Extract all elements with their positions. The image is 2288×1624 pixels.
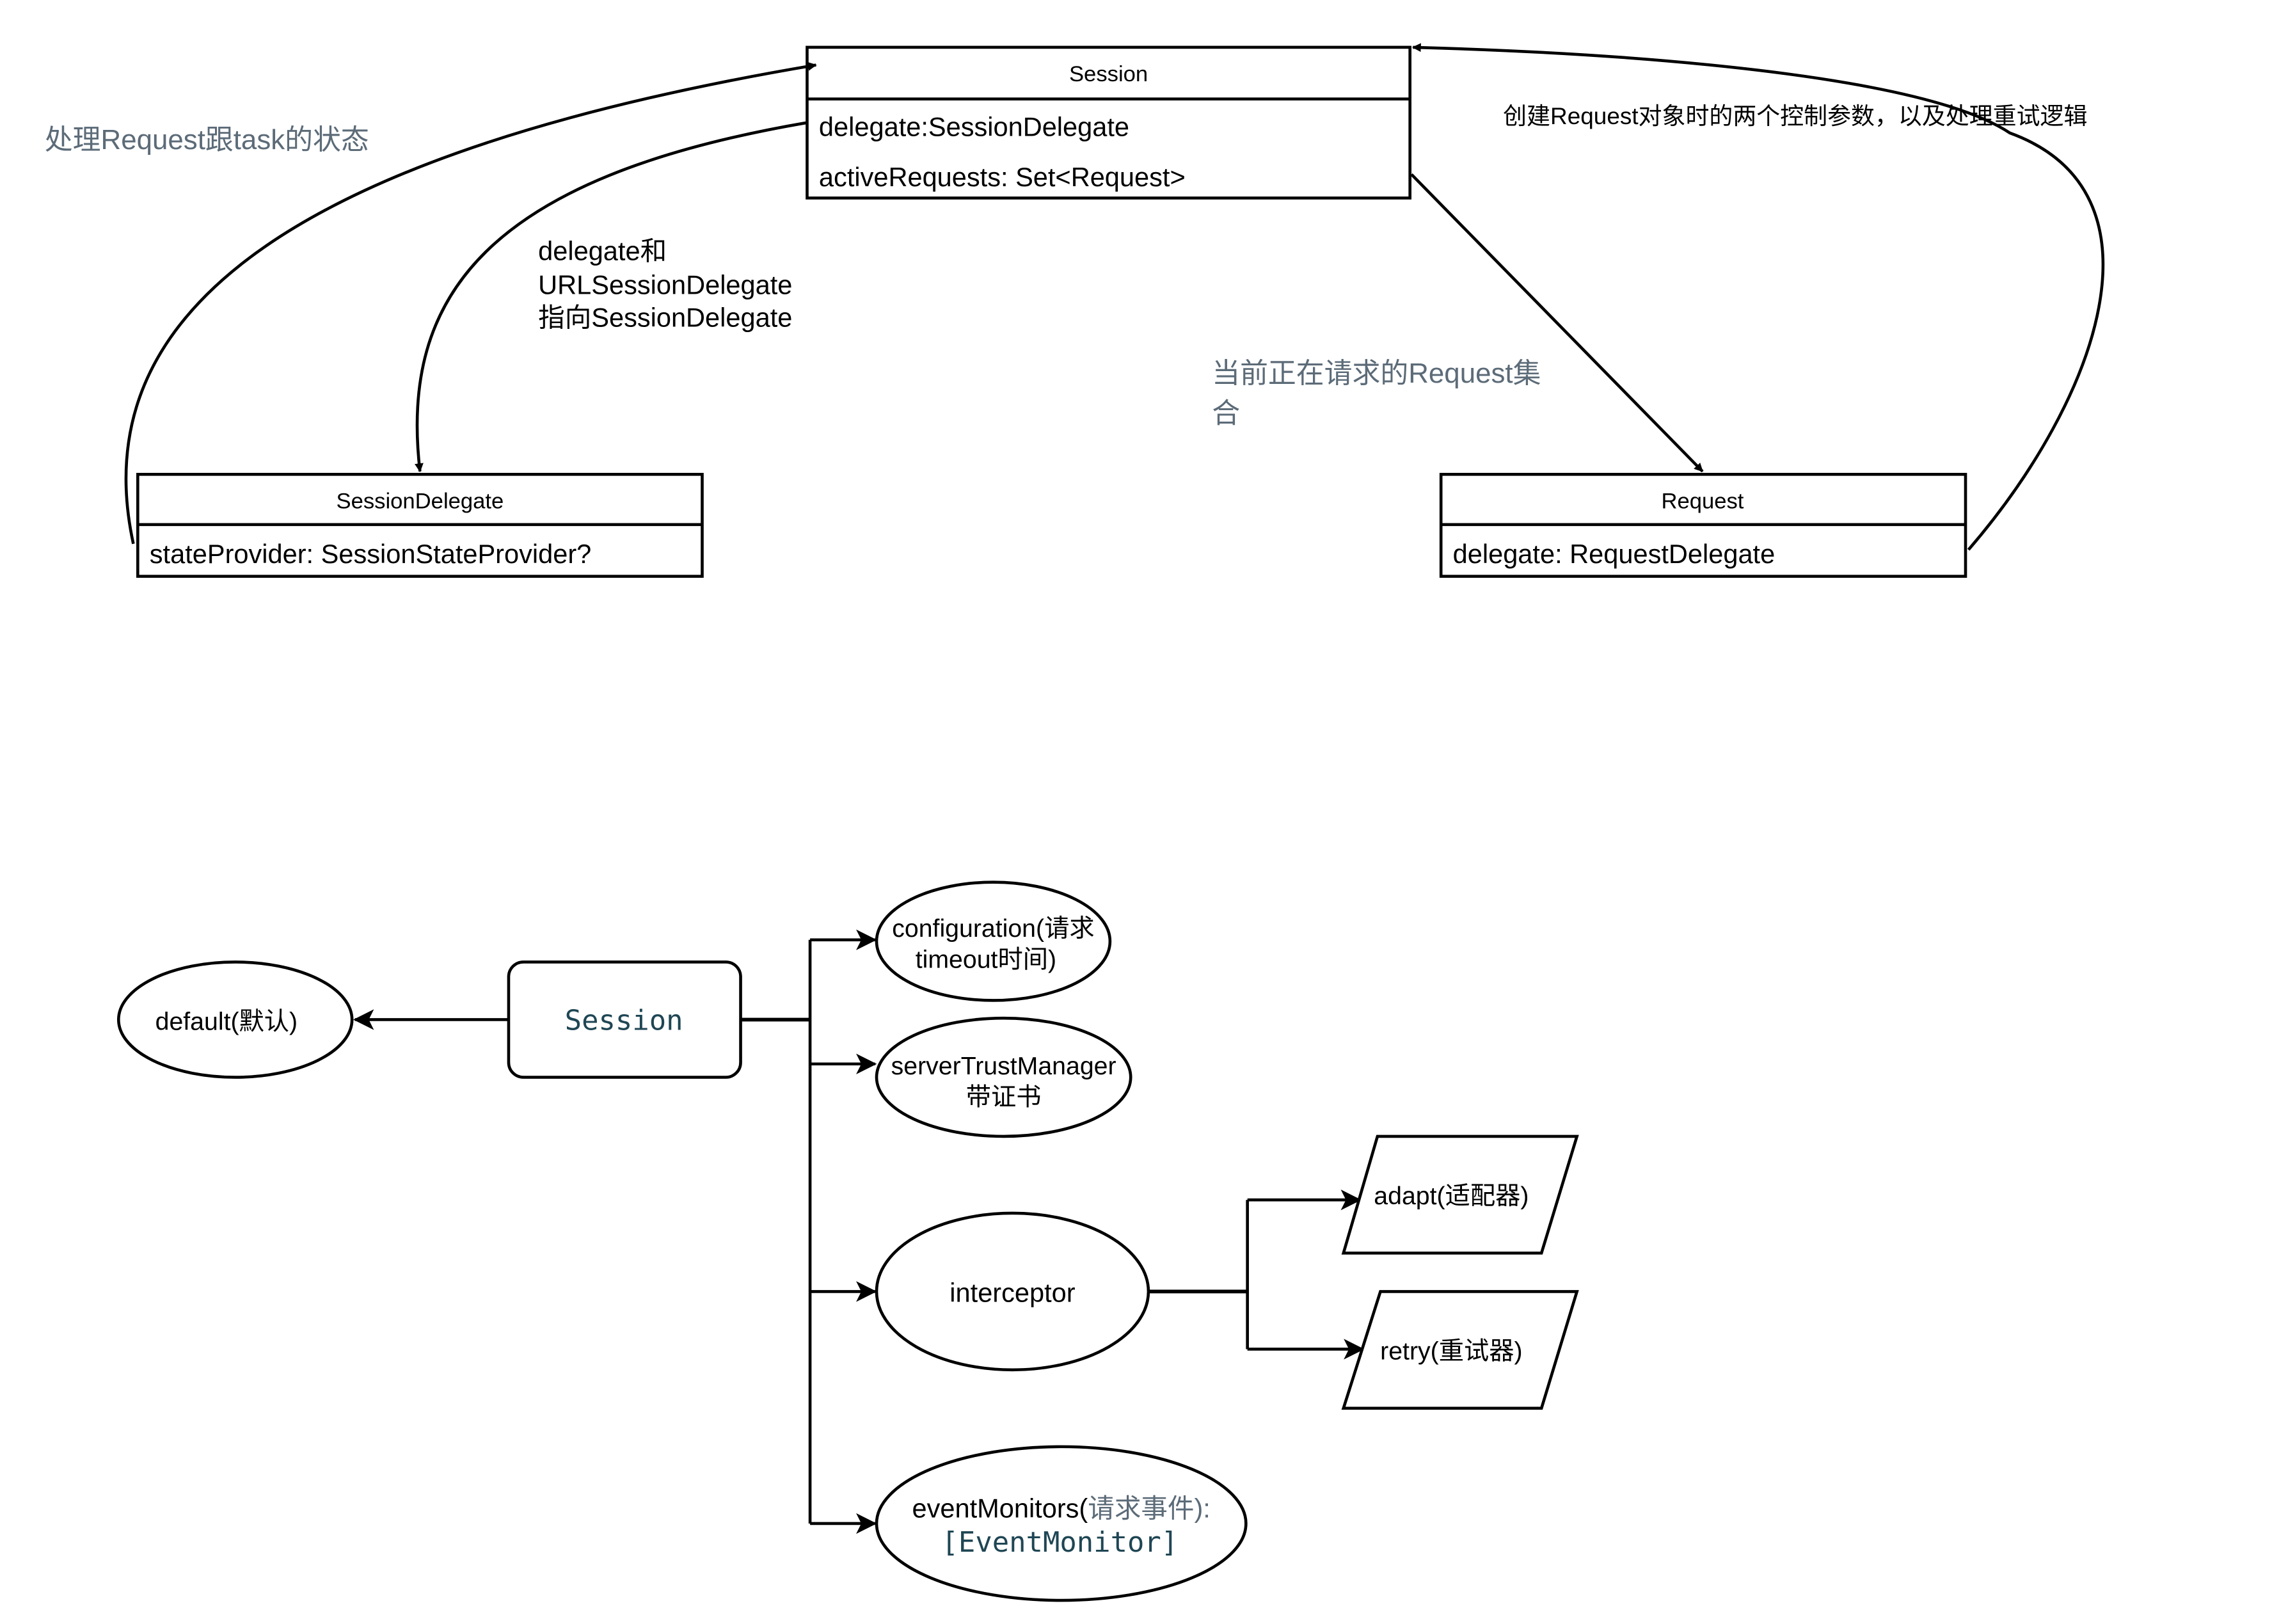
retry-label: retry(重试器) — [1380, 1337, 1522, 1365]
server-trust-label-line-1: serverTrustManager — [891, 1052, 1116, 1080]
session-class[interactable]: Session delegate:SessionDelegate activeR… — [806, 45, 1411, 200]
retry-node[interactable]: retry(重试器) — [1341, 1290, 1579, 1410]
arrow-request-to-session — [1411, 43, 2105, 551]
note-active-requests-line-2: 合 — [1212, 397, 1240, 429]
event-monitors-suffix: ): — [1194, 1493, 1210, 1524]
note-active-requests: 当前正在请求的Request集 合 — [1212, 358, 1541, 429]
default-node[interactable]: default(默认) — [116, 960, 354, 1079]
note-delegate-line-2: URLSessionDelegate — [538, 270, 792, 300]
configuration-label-line-1: configuration(请求 — [892, 914, 1094, 943]
request-class[interactable]: Request delegate: RequestDelegate — [1439, 472, 1967, 578]
session-delegate-title: SessionDelegate — [337, 489, 504, 513]
interceptor-node[interactable]: interceptor — [875, 1211, 1150, 1372]
session-branch-connectors — [740, 929, 877, 1534]
note-create-request: 创建Request对象时的两个控制参数，以及处理重试逻辑 — [1503, 103, 2087, 129]
session-field-delegate: delegate:SessionDelegate — [819, 111, 1129, 141]
note-active-requests-line-1: 当前正在请求的Request集 — [1212, 358, 1541, 389]
configuration-node[interactable]: configuration(请求 timeout时间) — [875, 880, 1112, 1002]
server-trust-label-line-2: 带证书 — [966, 1083, 1042, 1111]
session-field-active-requests: activeRequests: Set<Request> — [819, 162, 1186, 192]
event-monitors-prefix: eventMonitors( — [912, 1493, 1088, 1524]
session-delegate-field-state-provider: stateProvider: SessionStateProvider? — [150, 539, 592, 569]
adapt-label: adapt(适配器) — [1374, 1182, 1529, 1210]
event-monitors-label-line-1: eventMonitors(请求事件): — [912, 1493, 1210, 1524]
configuration-label-line-2: timeout时间) — [916, 946, 1056, 974]
interceptor-branch-connectors — [1148, 1190, 1365, 1360]
note-delegate-line-3: 指向SessionDelegate — [538, 302, 792, 332]
session-class-title: Session — [1069, 62, 1148, 86]
request-field-delegate: delegate: RequestDelegate — [1453, 539, 1776, 569]
request-class-title: Request — [1661, 489, 1744, 513]
default-node-label: default(默认) — [155, 1008, 298, 1036]
arrow-session-to-request — [1410, 173, 1704, 473]
adapt-node[interactable]: adapt(适配器) — [1341, 1134, 1579, 1255]
event-monitors-cn: 请求事件 — [1088, 1493, 1194, 1524]
note-delegate: delegate和 URLSessionDelegate 指向SessionDe… — [538, 235, 792, 332]
arrow-session-delegate-to-session — [124, 61, 817, 545]
note-state-handling: 处理Request跟task的状态 — [45, 124, 369, 155]
server-trust-manager-node[interactable]: serverTrustManager 带证书 — [875, 1016, 1132, 1138]
event-monitors-node[interactable]: eventMonitors(请求事件): [EventMonitor] — [875, 1445, 1248, 1602]
session-node-label: Session — [565, 1005, 683, 1037]
session-delegate-class[interactable]: SessionDelegate stateProvider: SessionSt… — [136, 472, 704, 578]
interceptor-label: interceptor — [949, 1278, 1075, 1308]
session-node[interactable]: Session — [507, 960, 742, 1079]
event-monitors-type: [EventMonitor] — [942, 1526, 1179, 1559]
arrow-session-to-session-delegate — [415, 121, 807, 473]
note-delegate-line-1: delegate和 — [538, 235, 667, 266]
